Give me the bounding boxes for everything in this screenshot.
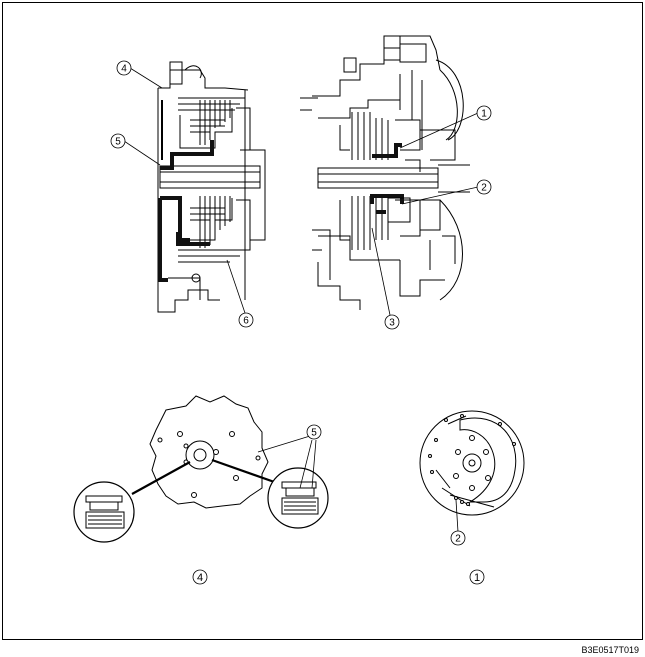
housing-detail-leaders <box>131 458 281 495</box>
housing-front-view <box>149 395 269 509</box>
callout-leaders <box>123 67 479 316</box>
figure-code: B3E0517T019 <box>581 645 639 655</box>
callout-5-label: 5 <box>115 137 121 148</box>
plate-front-view <box>419 410 525 516</box>
right-cross-section <box>300 35 470 310</box>
caption-4: 4 <box>192 569 208 585</box>
callout-3-label: 3 <box>389 318 395 329</box>
callout-4-label: 4 <box>121 64 127 75</box>
callout-6-top: 6 <box>238 312 254 328</box>
callout-5-bottom-leaders <box>257 435 317 489</box>
left-cross-section <box>157 61 266 313</box>
callout-5-bottom: 5 <box>306 424 322 440</box>
callout-1-top: 1 <box>476 105 492 121</box>
caption-4-label: 4 <box>197 572 203 584</box>
caption-1-label: 1 <box>474 572 480 584</box>
callout-5-bottom-label: 5 <box>311 428 317 439</box>
detail-magnifier-left <box>73 481 135 543</box>
callout-2-bottom-label: 2 <box>455 534 461 545</box>
callout-2-top: 2 <box>476 179 492 195</box>
figure-frame <box>2 2 643 640</box>
callout-3-top: 3 <box>384 314 400 330</box>
callout-6-label: 6 <box>243 316 249 327</box>
detail-magnifier-right <box>267 467 329 529</box>
caption-1: 1 <box>469 569 485 585</box>
callout-5-top: 5 <box>110 133 126 149</box>
callout-2-label: 2 <box>481 183 487 194</box>
callout-2-bottom: 2 <box>450 499 466 546</box>
callout-1-label: 1 <box>481 109 487 120</box>
callout-4-top: 4 <box>116 60 132 76</box>
